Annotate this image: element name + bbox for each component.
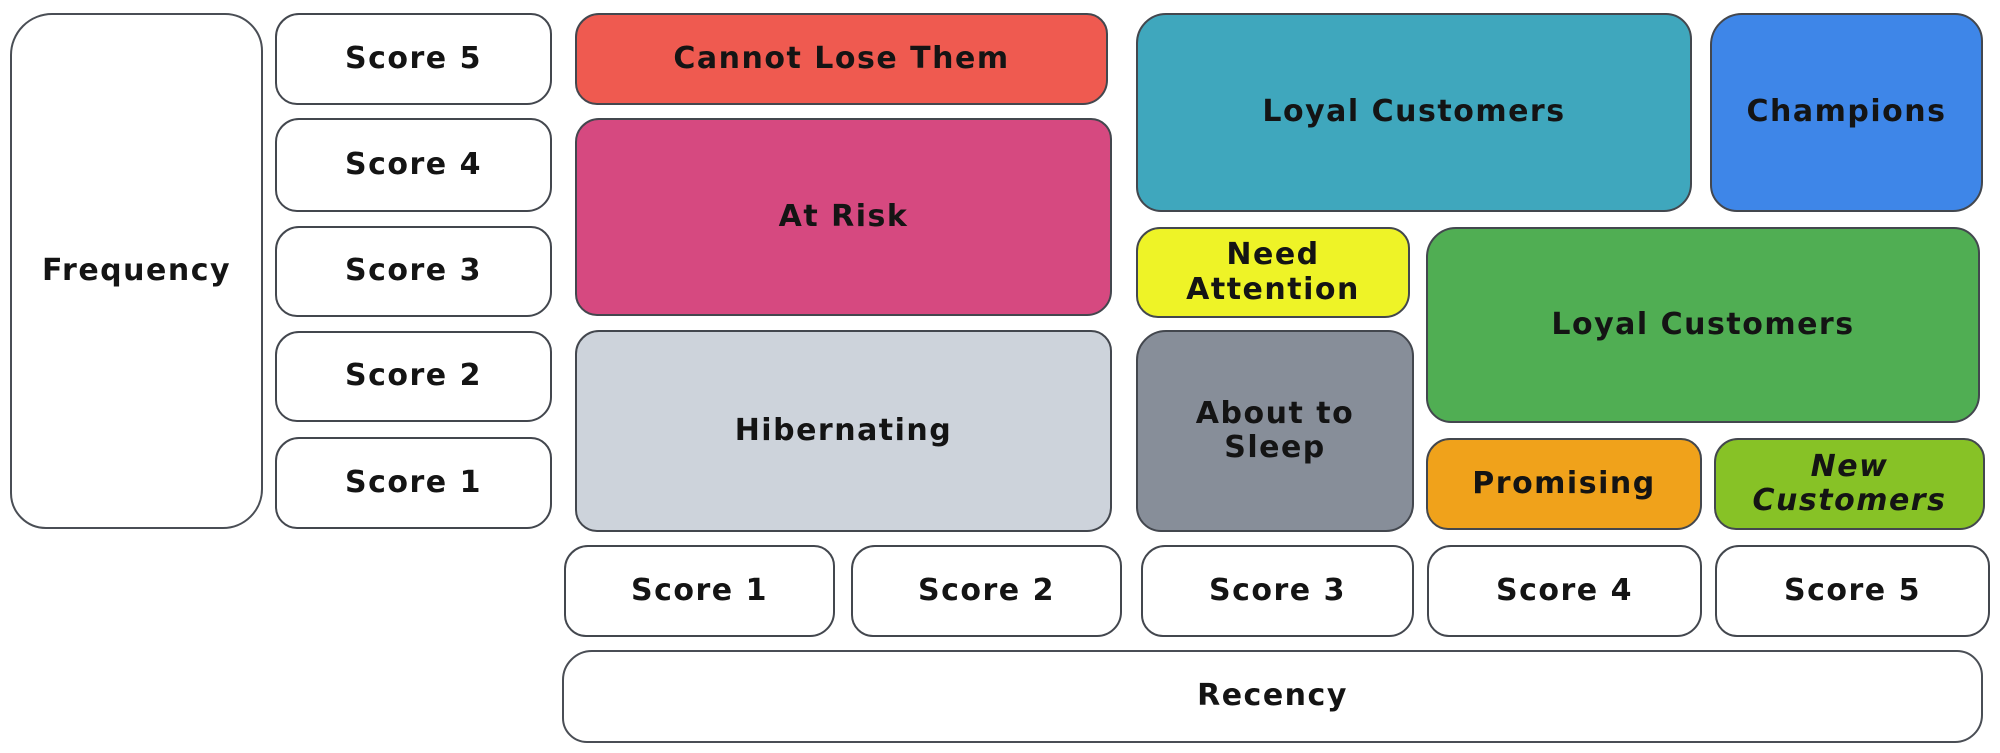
segment-loyal-customers-top-label: Loyal Customers	[1262, 94, 1566, 130]
frequency-score-1-label: Score 1	[345, 464, 482, 500]
segment-loyal-customers-top: Loyal Customers	[1136, 13, 1692, 212]
frequency-axis-label: Frequency	[41, 252, 232, 288]
segment-loyal-customers-right-label: Loyal Customers	[1551, 306, 1855, 342]
frequency-score-5-cell: Score 5	[275, 13, 552, 105]
segment-promising-label: Promising	[1472, 465, 1656, 501]
recency-score-5-cell: Score 5	[1715, 545, 1990, 637]
segment-new-customers-label: New Customers	[1752, 448, 1947, 518]
segment-new-customers: New Customers	[1714, 438, 1985, 530]
segment-need-attention-label: Need Attention	[1186, 237, 1360, 307]
segment-need-attention: Need Attention	[1136, 227, 1410, 318]
segment-champions-label: Champions	[1746, 94, 1947, 130]
recency-score-3-cell: Score 3	[1141, 545, 1414, 637]
frequency-score-4-cell: Score 4	[275, 118, 552, 212]
frequency-score-1-cell: Score 1	[275, 437, 552, 529]
segment-about-to-sleep: About to Sleep	[1136, 330, 1414, 532]
segment-hibernating-label: Hibernating	[734, 412, 953, 448]
recency-score-2-label: Score 2	[918, 572, 1055, 608]
segment-at-risk: At Risk	[575, 118, 1112, 316]
frequency-score-2-label: Score 2	[345, 358, 482, 394]
recency-score-2-cell: Score 2	[851, 545, 1122, 637]
segment-at-risk-label: At Risk	[778, 198, 909, 234]
frequency-axis-label-box: Frequency	[10, 13, 263, 529]
frequency-score-3-label: Score 3	[345, 253, 482, 289]
recency-score-5-label: Score 5	[1784, 572, 1921, 608]
recency-axis-label: Recency	[1197, 678, 1348, 714]
frequency-score-3-cell: Score 3	[275, 226, 552, 317]
recency-score-4-label: Score 4	[1496, 572, 1633, 608]
recency-score-3-label: Score 3	[1209, 572, 1346, 608]
recency-axis-label-box: Recency	[562, 650, 1983, 743]
segment-promising: Promising	[1426, 438, 1702, 530]
recency-score-1-label: Score 1	[631, 572, 768, 608]
segment-champions: Champions	[1710, 13, 1983, 212]
segment-about-to-sleep-label: About to Sleep	[1195, 395, 1355, 465]
segment-cannot-lose-them: Cannot Lose Them	[575, 13, 1108, 105]
frequency-score-5-label: Score 5	[345, 40, 482, 76]
frequency-score-4-label: Score 4	[345, 146, 482, 182]
segment-hibernating: Hibernating	[575, 330, 1112, 532]
frequency-score-2-cell: Score 2	[275, 331, 552, 422]
recency-score-1-cell: Score 1	[564, 545, 835, 637]
segment-loyal-customers-right: Loyal Customers	[1426, 227, 1980, 423]
segment-cannot-lose-them-label: Cannot Lose Them	[673, 40, 1010, 76]
recency-score-4-cell: Score 4	[1427, 545, 1702, 637]
